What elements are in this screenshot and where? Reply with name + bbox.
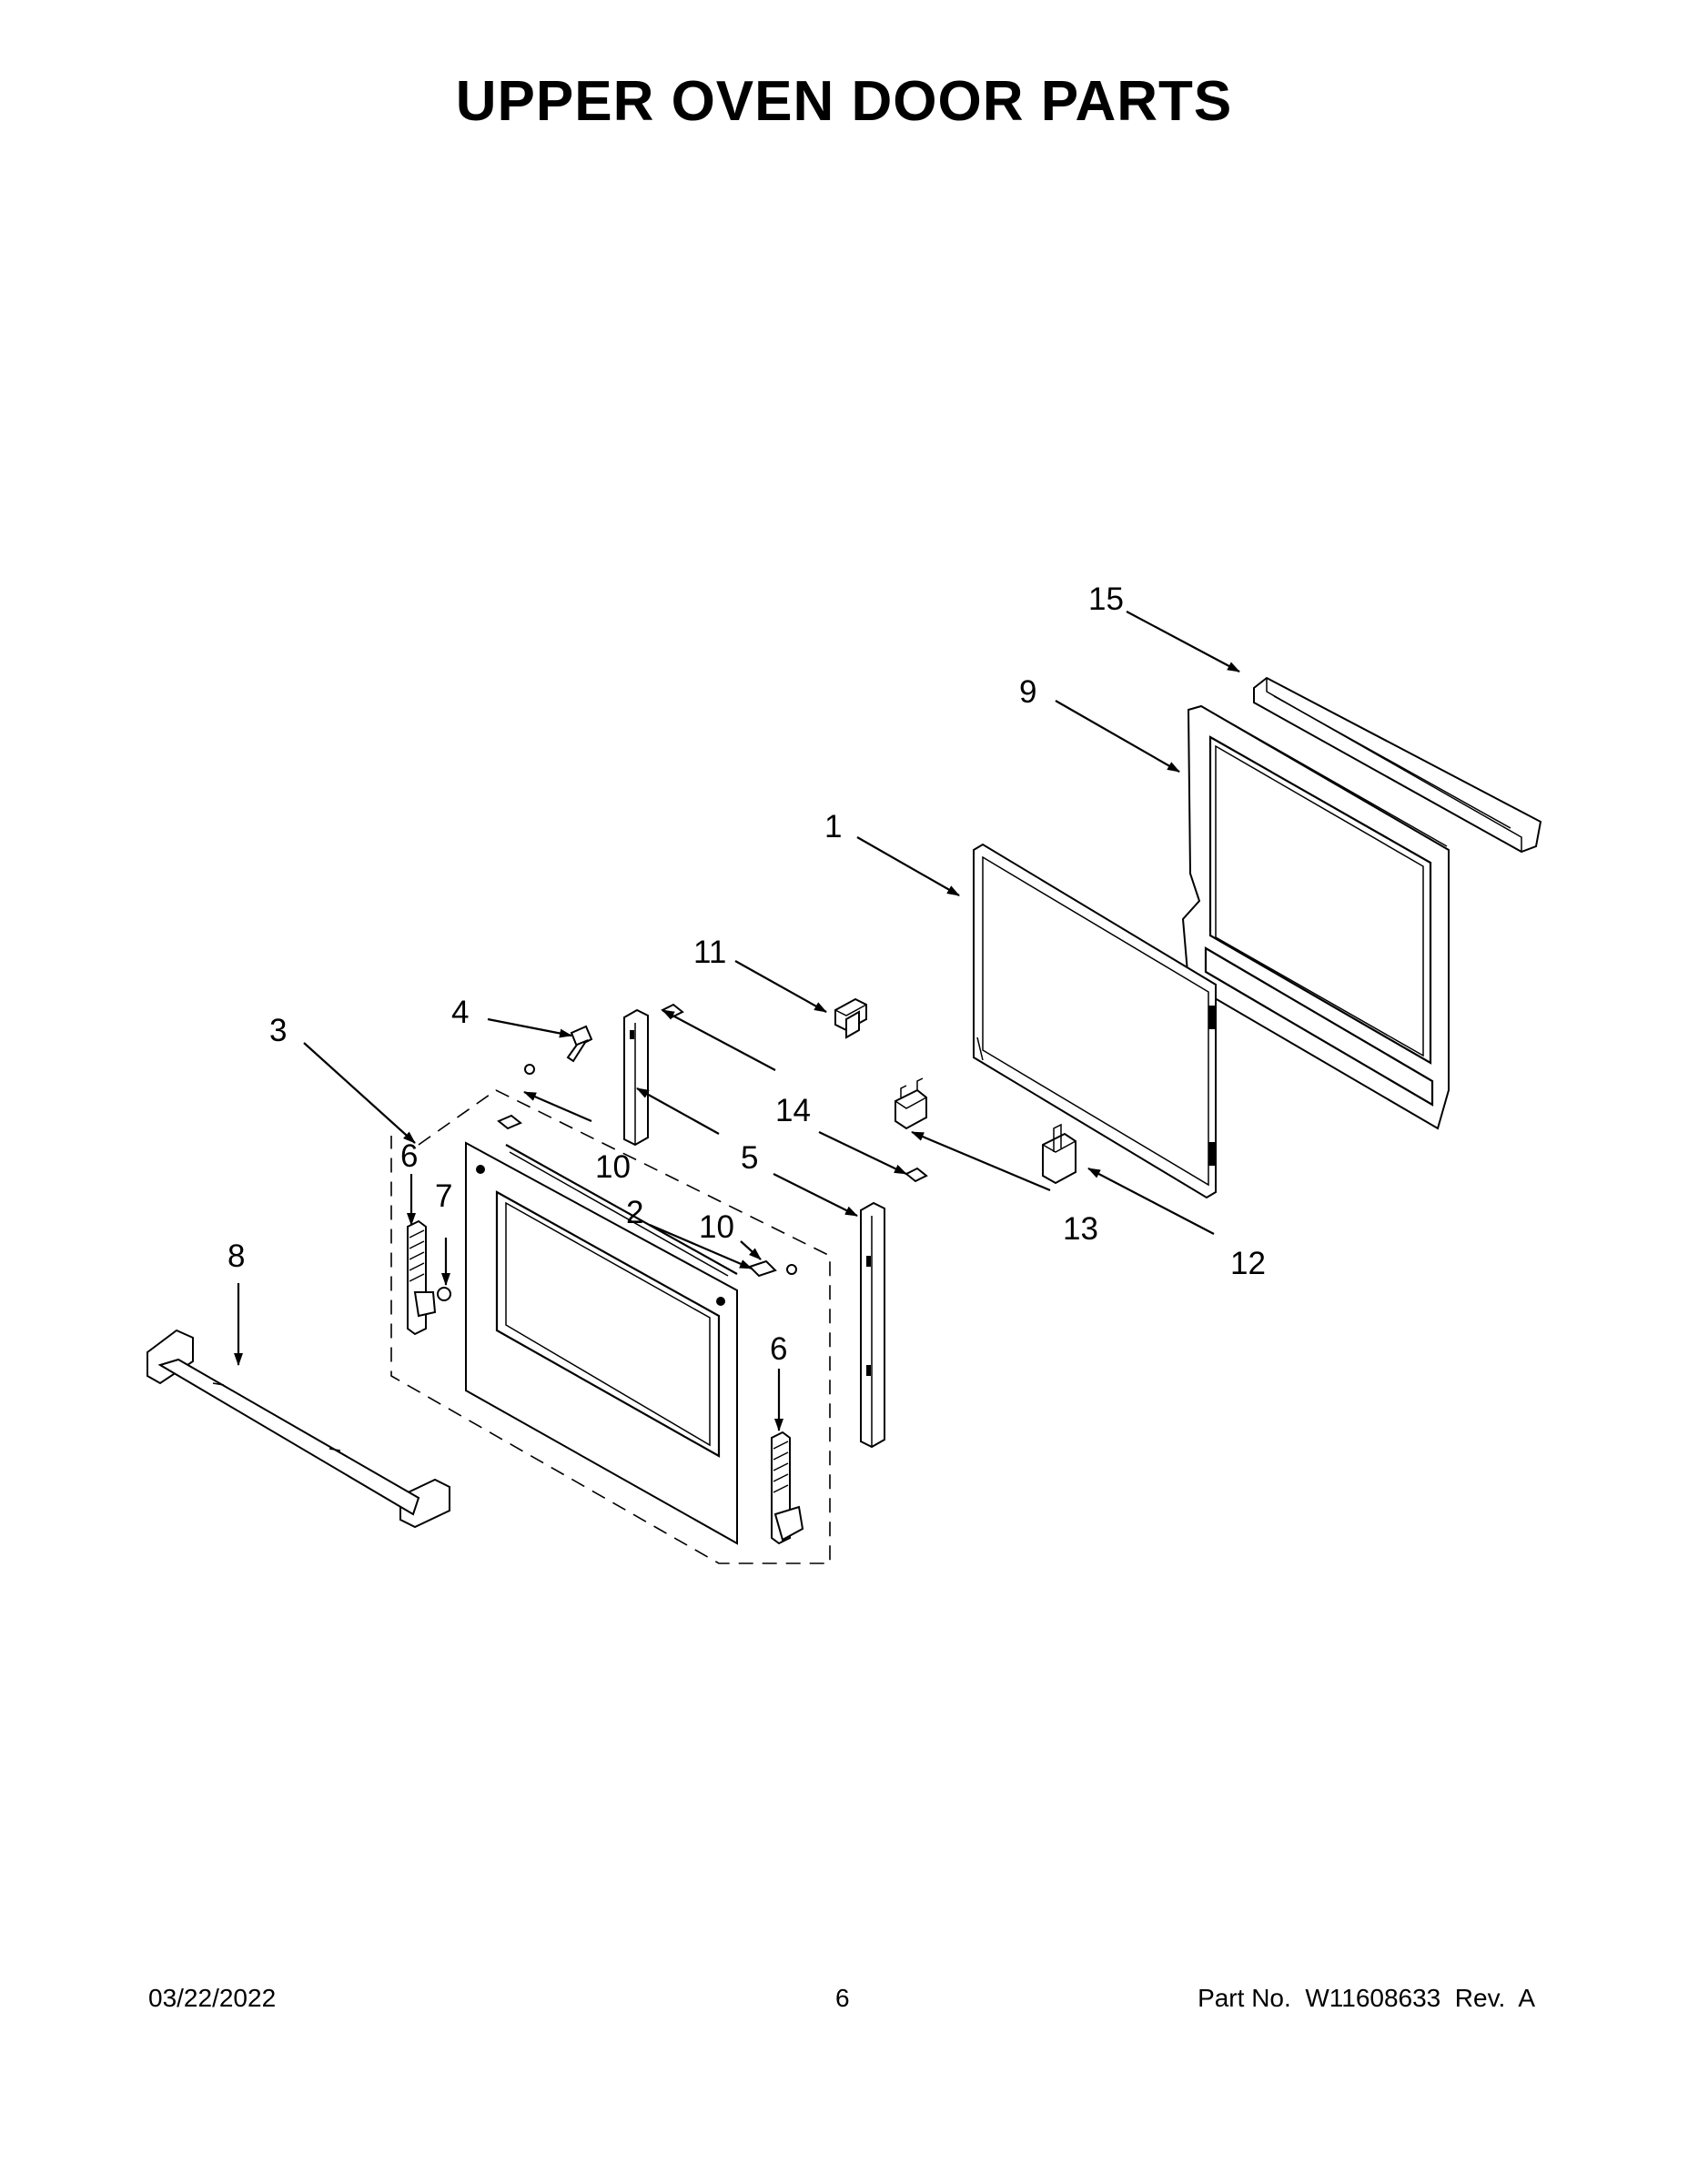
part-6-hinge-left <box>407 1219 437 1336</box>
callout-4: 4 <box>451 995 469 1030</box>
part-15-top-trim <box>1253 676 1542 854</box>
part-4-screw <box>566 1025 593 1063</box>
callout-5: 5 <box>741 1140 758 1176</box>
callout-2: 2 <box>626 1195 643 1230</box>
part-12-hinge-receiver <box>1042 1123 1076 1185</box>
part-13-bracket <box>895 1077 927 1130</box>
callout-10-right: 10 <box>699 1209 734 1245</box>
part-7-screw <box>437 1287 451 1301</box>
footer-date: 03/22/2022 <box>148 1984 277 2012</box>
part-6-hinge-right <box>771 1431 804 1545</box>
callout-9: 9 <box>1019 674 1036 710</box>
part-2-outer-door-glass <box>465 1141 738 1545</box>
part-8-door-handle <box>147 1329 450 1529</box>
callout-6-left: 6 <box>400 1138 418 1174</box>
leader-arrows <box>234 611 1240 1431</box>
callout-12: 12 <box>1230 1246 1266 1281</box>
part-5-side-channel-right <box>860 1201 885 1449</box>
callout-13: 13 <box>1063 1211 1098 1247</box>
callout-10-left: 10 <box>595 1149 631 1185</box>
page-title: UPPER OVEN DOOR PARTS <box>455 70 1233 133</box>
part-10-fastener-left <box>497 1064 535 1130</box>
part-14-pad-lower <box>905 1167 928 1183</box>
callout-1: 1 <box>824 809 842 844</box>
part-11-bracket <box>834 997 867 1039</box>
part-5-side-channel-left <box>623 1008 649 1147</box>
part-1-inner-glass-frame <box>973 843 1217 1199</box>
callout-7: 7 <box>435 1178 452 1214</box>
part-10-fastener-right <box>748 1259 797 1278</box>
callout-6-right: 6 <box>770 1331 787 1367</box>
callout-8: 8 <box>227 1239 245 1274</box>
callout-14: 14 <box>775 1093 811 1128</box>
footer-part-number: Part No. W11608633 Rev. A <box>1198 1984 1535 2012</box>
part-9-door-outer-panel <box>1181 704 1450 1130</box>
part-3-door-assembly-outline <box>390 1089 831 1564</box>
callout-11: 11 <box>693 935 726 970</box>
callout-3: 3 <box>269 1013 287 1048</box>
footer-page-number: 6 <box>835 1984 850 2012</box>
callout-15: 15 <box>1088 581 1124 617</box>
